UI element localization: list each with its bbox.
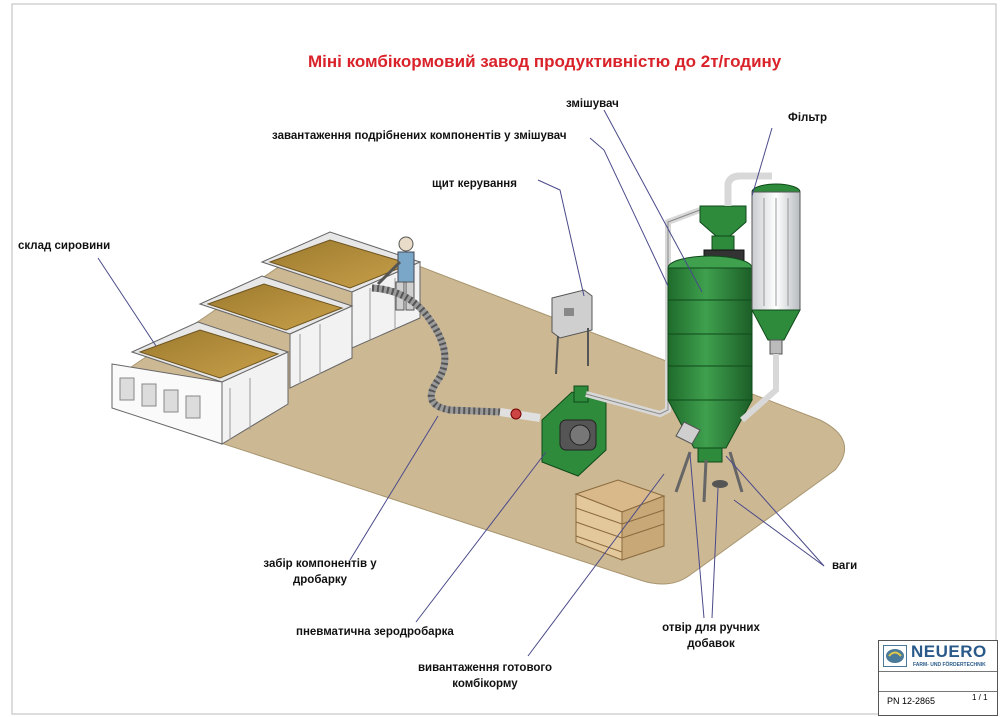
- label-scales: ваги: [832, 560, 858, 572]
- label-crusher: пневматична зеродробарка: [296, 626, 454, 638]
- label-intake-text: забір компонентів у дробарку: [263, 558, 377, 586]
- label-control-panel: щит керування: [432, 178, 517, 190]
- title-block: NEUERO FARM- UND FÖRDERTECHNIK PN 12-286…: [878, 640, 998, 716]
- label-unloading-text: вивантаження готового комбікорму: [417, 662, 553, 690]
- part-number: PN 12-2865: [887, 696, 936, 706]
- leader-lines: [97, 109, 825, 657]
- drawing-frame: [11, 3, 997, 715]
- label-unloading: вивантаження готового комбікорму: [410, 660, 560, 692]
- crusher-unit: [541, 385, 607, 477]
- storage-bins: [111, 231, 422, 445]
- brand-name: NEUERO: [911, 642, 987, 661]
- neuero-logo-icon: [883, 645, 907, 667]
- label-intake: забір компонентів у дробарку: [250, 556, 390, 588]
- sheet-number: 1 / 1: [972, 693, 988, 702]
- label-filter: Фільтр: [788, 112, 828, 124]
- label-loading: завантаження подрібнених компонентів у з…: [272, 130, 567, 142]
- label-mixer: змішувач: [566, 98, 619, 110]
- label-storage: склад сировини: [18, 240, 111, 252]
- label-manual-hole-text: отвір для ручних добавок: [662, 622, 760, 650]
- label-manual-hole: отвір для ручних добавок: [656, 620, 766, 652]
- suction-hose: [371, 284, 501, 416]
- page-title: Міні комбікормовий завод продуктивністю …: [308, 52, 782, 71]
- mixer-tank: [667, 255, 753, 503]
- filter-unit: [740, 183, 801, 423]
- control-panel: [551, 289, 593, 375]
- brand-subtitle: FARM- UND FÖRDERTECHNIK: [913, 662, 986, 668]
